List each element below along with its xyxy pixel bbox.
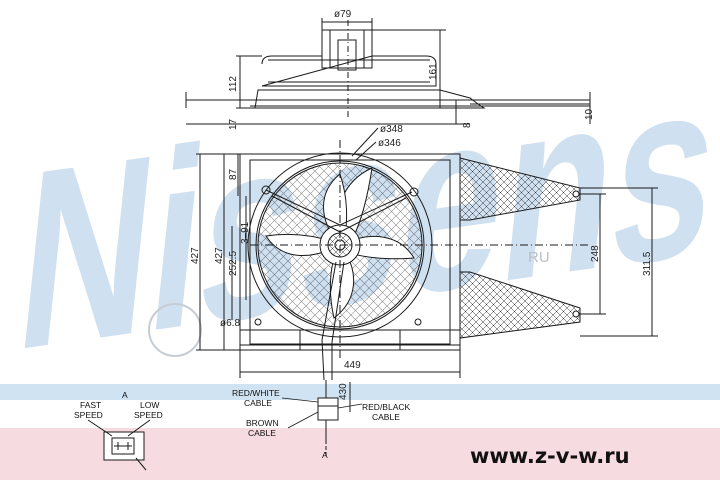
dim-427b: 427 [214, 247, 225, 264]
site-url: www.z-v-w.ru [470, 444, 630, 468]
brand-tm-mark: TM [685, 132, 696, 146]
red-white-cable-label-1: RED/WHITE [232, 388, 280, 398]
red-black-cable-label-2: CABLE [372, 412, 400, 422]
fast-speed-label-1: FAST [80, 400, 101, 410]
dim-427a: 427 [190, 247, 201, 264]
dim-8: 8 [462, 122, 473, 128]
ghost-circle [148, 303, 202, 357]
dim-3-91: 3–91 [240, 221, 251, 244]
dim-430: 430 [338, 383, 349, 400]
connector-plug [317, 397, 339, 421]
front-view [196, 127, 658, 456]
dim-248: 248 [590, 245, 601, 262]
blue-band [0, 384, 720, 400]
dim-d79: ø79 [334, 9, 352, 20]
dim-449: 449 [344, 360, 361, 371]
connector-detail [87, 419, 151, 471]
red-white-cable-label-2: CABLE [244, 398, 272, 408]
cable-leaders [281, 397, 363, 429]
dim-311-5: 311.5 [642, 251, 653, 276]
ghost-watermark: RU [148, 249, 550, 357]
shroud-profile [261, 55, 437, 87]
low-speed-label-1: LOW [140, 400, 159, 410]
mounting-arm-lower [459, 271, 581, 339]
dim-112: 112 [228, 76, 239, 92]
fast-speed-label-2: SPEED [74, 410, 103, 420]
dim-161: 161 [428, 63, 439, 80]
brown-cable-label-2: CABLE [248, 428, 276, 438]
dim-252-5: 252.5 [228, 251, 239, 276]
cable-bundle [321, 339, 333, 400]
dim-17: 17 [228, 118, 239, 130]
motor-cap [321, 29, 373, 69]
top-view [185, 18, 591, 125]
dim-d6-8: ø6.8 [220, 318, 240, 329]
mounting-arm-upper [459, 157, 581, 221]
dim-d346: ø346 [378, 138, 401, 149]
dim-10: 10 [584, 108, 595, 120]
section-a-marker: A [322, 450, 328, 460]
red-black-cable-label-1: RED/BLACK [362, 402, 411, 412]
connector-view-label: A [122, 390, 128, 400]
dim-d348: ø348 [380, 124, 403, 135]
low-speed-label-2: SPEED [134, 410, 163, 420]
brown-cable-label-1: BROWN [246, 418, 279, 428]
dim-87: 87 [228, 168, 239, 180]
ghost-ru-text: RU [528, 249, 550, 266]
